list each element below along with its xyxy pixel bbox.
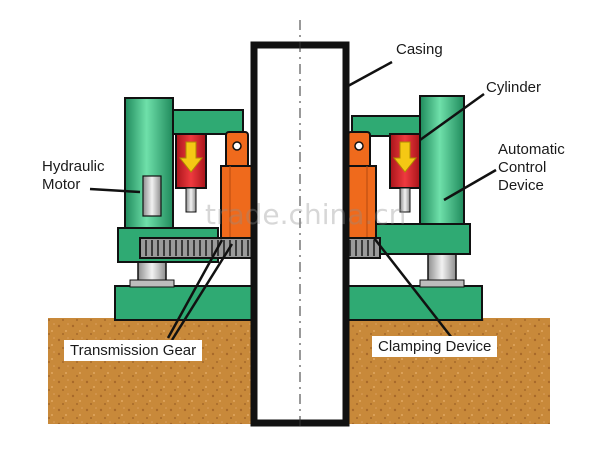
- right-lower-block: [373, 223, 471, 255]
- leader-lines: [89, 60, 497, 341]
- label-cylinder: Cylinder: [486, 79, 542, 96]
- watermark: trade.china.cn: [205, 198, 407, 231]
- ground-soil: [48, 318, 550, 424]
- right-top-bracket: [351, 115, 421, 137]
- casing: [250, 20, 350, 430]
- label-casing: Casing: [396, 41, 443, 58]
- label-transmission-gear: Transmission Gear: [64, 340, 203, 361]
- right-cylinder: [389, 133, 421, 213]
- left-top-bracket: [172, 109, 244, 135]
- left-down-arrow-icon: [178, 141, 204, 173]
- label-hydraulic-motor-line2: Motor: [42, 176, 81, 193]
- label-hydraulic-motor-line1: Hydraulic: [42, 158, 105, 175]
- left-cylinder: [175, 133, 207, 213]
- label-automatic-control-device: Automatic Control Device: [498, 141, 565, 195]
- left-clamping-jaw: [220, 131, 256, 239]
- automatic-control-device: [419, 95, 465, 225]
- label-clamping-device: Clamping Device: [372, 336, 498, 357]
- label-hydraulic-motor: Hydraulic Motor: [42, 158, 105, 194]
- label-auto-control-line3: Device: [498, 177, 544, 194]
- label-auto-control-line1: Automatic: [498, 141, 565, 158]
- right-down-arrow-icon: [392, 141, 418, 173]
- label-auto-control-line2: Control: [498, 159, 547, 176]
